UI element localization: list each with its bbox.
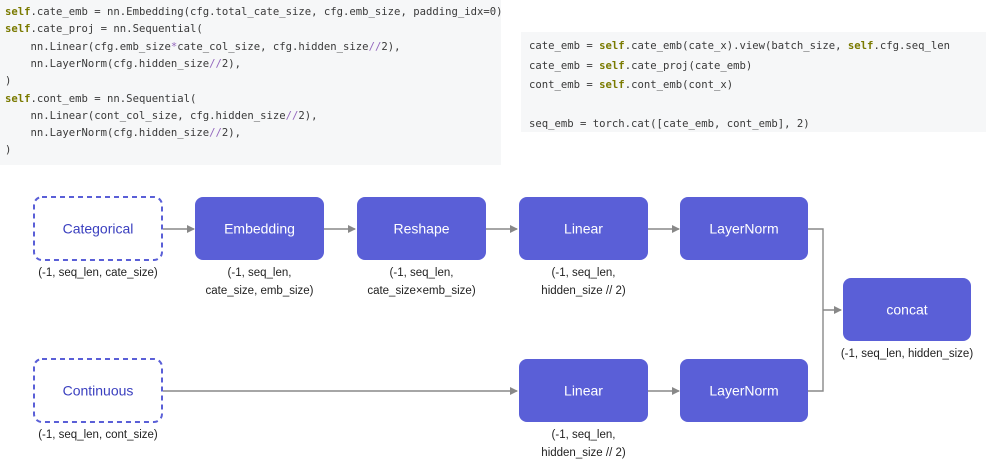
categorical-box	[33, 196, 163, 261]
code-line: )	[5, 72, 11, 90]
reshape-label: Reshape	[393, 221, 449, 237]
code-token: cate_emb =	[529, 40, 600, 52]
embedding-box	[195, 197, 324, 260]
code-token: .cont_emb = nn.Sequential(	[30, 92, 197, 105]
code-token: .cfg.seq_len	[873, 40, 950, 52]
connectors	[163, 225, 842, 395]
concat-box	[843, 278, 971, 341]
node-layernorm-bottom: LayerNorm	[680, 359, 808, 422]
code-operator: //	[285, 109, 299, 122]
linear-bottom-shape-line-2: hidden_size // 2)	[541, 447, 626, 459]
code-line: cate_emb = self.cate_proj(cate_emb)	[529, 57, 752, 75]
code-line: nn.LayerNorm(cfg.hidden_size//2),	[5, 124, 242, 142]
layernorm-bottom-label: LayerNorm	[709, 383, 778, 399]
code-token: 2),	[298, 109, 318, 122]
linear-bottom-shape-line-1: (-1, seq_len,	[552, 429, 616, 441]
code-token: nn.Linear(cont_col_size, cfg.hidden_size	[5, 109, 286, 122]
code-token: .cate_proj = nn.Sequential(	[30, 23, 203, 36]
node-concat: concat (-1, seq_len, hidden_size)	[841, 278, 973, 360]
node-layernorm-top: LayerNorm	[680, 197, 808, 260]
code-token: 2),	[221, 127, 242, 140]
code-token: cont_emb =	[529, 79, 600, 92]
code-token: .cont_emb(cont_x)	[624, 79, 734, 92]
code-line: seq_emb = torch.cat([cate_emb, cont_emb]…	[529, 115, 810, 133]
code-block-model-init: self.cate_emb = nn.Embedding(cfg.total_c…	[0, 0, 503, 165]
code-token: .cate_emb(cate_x).view(batch_size,	[624, 40, 848, 52]
code-line: )	[5, 141, 11, 159]
reshape-box	[357, 197, 486, 260]
linear-top-shape-line-1: (-1, seq_len,	[552, 267, 616, 279]
node-linear-bottom: Linear (-1, seq_len, hidden_size // 2)	[519, 359, 648, 459]
linear-top-shape-line-2: hidden_size // 2)	[541, 285, 626, 297]
code-token: cate_emb =	[529, 59, 600, 72]
code-line: nn.Linear(cont_col_size, cfg.hidden_size…	[5, 107, 318, 125]
code-operator: *	[170, 40, 178, 53]
code-keyword: self	[5, 23, 31, 36]
code-token: )	[5, 144, 12, 157]
code-block-forward: cate_emb = self.cate_emb(cate_x).view(ba…	[521, 32, 986, 132]
code-token: cate_col_size, cfg.hidden_size	[177, 40, 369, 53]
node-linear-top: Linear (-1, seq_len, hidden_size // 2)	[519, 197, 648, 297]
concat-shape: (-1, seq_len, hidden_size)	[841, 348, 973, 360]
layernorm-bottom-box	[680, 359, 808, 422]
code-token: nn.LayerNorm(cfg.hidden_size	[5, 127, 210, 140]
reshape-shape-line-1: (-1, seq_len,	[390, 267, 454, 279]
code-token: .cate_emb = nn.Embedding(cfg.total_cate_…	[30, 6, 503, 18]
embedding-shape-line-1: (-1, seq_len,	[228, 267, 292, 279]
code-keyword: self	[5, 6, 31, 18]
merge-bracket	[808, 228, 824, 392]
linear-bottom-box	[519, 359, 648, 422]
node-embedding: Embedding (-1, seq_len, cate_size, emb_s…	[195, 197, 324, 297]
code-line: cont_emb = self.cont_emb(cont_x)	[529, 76, 733, 94]
code-token: .cate_proj(cate_emb)	[624, 59, 753, 72]
code-keyword: self	[847, 40, 874, 52]
code-token: 2),	[381, 40, 401, 53]
code-token: nn.LayerNorm(cfg.hidden_size	[5, 57, 210, 70]
code-keyword: self	[599, 79, 625, 92]
code-line: cate_emb = self.cate_emb(cate_x).view(ba…	[529, 37, 950, 55]
continuous-box	[33, 358, 163, 423]
node-reshape: Reshape (-1, seq_len, cate_size×emb_size…	[357, 197, 486, 297]
reshape-shape-line-2: cate_size×emb_size)	[367, 285, 476, 297]
categorical-shape: (-1, seq_len, cate_size)	[38, 267, 158, 279]
layernorm-top-label: LayerNorm	[709, 221, 778, 237]
code-line: nn.Linear(cfg.emb_size*cate_col_size, cf…	[5, 38, 401, 56]
code-token: )	[5, 75, 12, 88]
embedding-shape-line-2: cate_size, emb_size)	[205, 285, 313, 297]
code-keyword: self	[599, 40, 625, 52]
code-operator: //	[368, 40, 382, 53]
code-line: self.cate_proj = nn.Sequential(	[5, 20, 203, 38]
code-line: self.cont_emb = nn.Sequential(	[5, 90, 196, 108]
code-line: self.cate_emb = nn.Embedding(cfg.total_c…	[5, 3, 503, 21]
code-token: 2),	[221, 57, 242, 70]
code-operator: //	[209, 57, 222, 70]
continuous-shape: (-1, seq_len, cont_size)	[38, 429, 158, 441]
linear-top-box	[519, 197, 648, 260]
concat-label: concat	[886, 302, 927, 318]
code-operator: //	[209, 127, 222, 140]
categorical-label: Categorical	[63, 221, 134, 237]
code-keyword: self	[5, 92, 31, 105]
code-keyword: self	[599, 59, 625, 72]
continuous-label: Continuous	[63, 383, 134, 399]
linear-top-label: Linear	[564, 221, 603, 237]
node-continuous: Continuous (-1, seq_len, cont_size)	[33, 358, 163, 441]
code-token: nn.Linear(cfg.emb_size	[5, 40, 171, 53]
embedding-label: Embedding	[224, 221, 295, 237]
linear-bottom-label: Linear	[564, 383, 603, 399]
code-line: nn.LayerNorm(cfg.hidden_size//2),	[5, 55, 242, 73]
layernorm-top-box	[680, 197, 808, 260]
node-categorical: Categorical (-1, seq_len, cate_size)	[33, 196, 163, 279]
code-token: seq_emb = torch.cat([cate_emb, cont_emb]…	[529, 118, 810, 131]
